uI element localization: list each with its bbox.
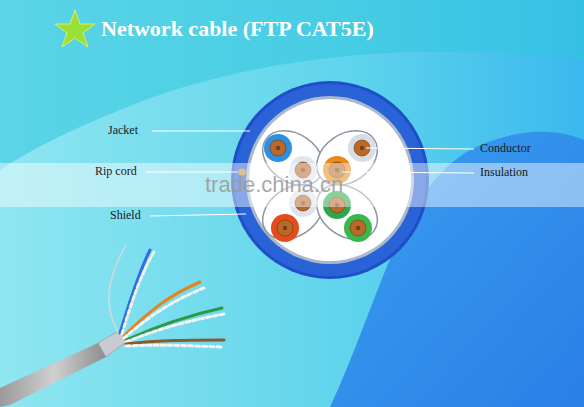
star-icon — [55, 10, 95, 47]
cable-photo — [0, 245, 224, 407]
page-title: Network cable (FTP CAT5E) — [101, 16, 374, 42]
part-label: Conductor — [480, 141, 531, 156]
watermark: trade.china.cn — [205, 172, 343, 198]
part-label: Insulation — [480, 165, 528, 180]
part-label: Rip cord — [95, 164, 137, 179]
part-label: Jacket — [108, 123, 138, 138]
leader-lines — [146, 131, 474, 216]
watermark-band — [0, 163, 584, 207]
part-label: Shield — [110, 208, 141, 223]
